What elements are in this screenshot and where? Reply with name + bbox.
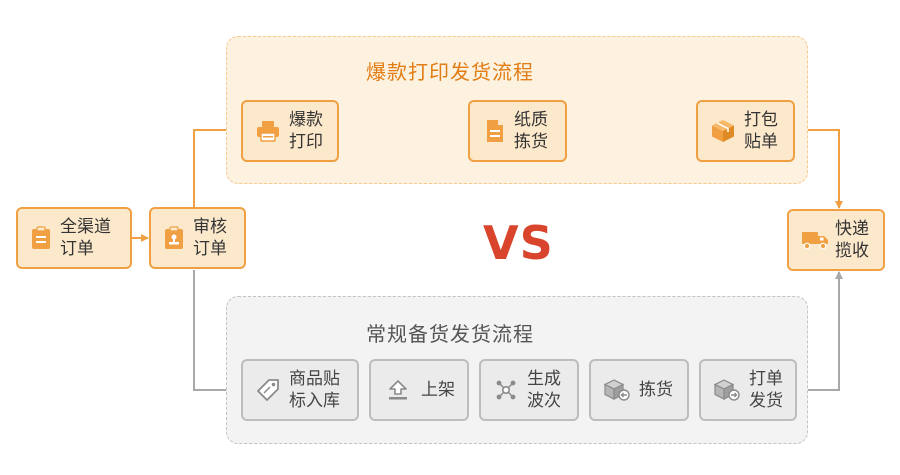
print-ship-label: 打单发货 xyxy=(749,369,783,411)
hot-print-node[interactable]: 爆款打印 xyxy=(241,100,339,162)
regular-stock-flow-title: 常规备货发货流程 xyxy=(366,322,534,346)
arrow-ship-to-courier xyxy=(797,271,843,391)
pick-goods-label: 拣货 xyxy=(639,380,673,400)
upload-icon xyxy=(385,377,411,403)
arrow-review-to-print xyxy=(193,126,241,208)
pack-label-label: 打包贴单 xyxy=(744,110,778,152)
tag-icon xyxy=(255,377,281,403)
box-in-icon xyxy=(603,377,631,403)
pack-label-node[interactable]: 打包贴单 xyxy=(696,100,795,162)
review-order-node[interactable]: 审核订单 xyxy=(149,207,246,269)
clipboard-icon xyxy=(30,225,52,251)
arrow-pack-to-courier xyxy=(795,129,843,209)
box-icon xyxy=(710,118,736,144)
all-channel-order-node[interactable]: 全渠道订单 xyxy=(16,207,132,269)
goods-label-store-label: 商品贴标入库 xyxy=(289,369,340,411)
printer-icon xyxy=(255,118,281,144)
hot-print-flow-title: 爆款打印发货流程 xyxy=(366,60,534,84)
paper-pick-node[interactable]: 纸质拣货 xyxy=(468,100,567,162)
shelve-label: 上架 xyxy=(421,380,455,400)
gen-wave-node[interactable]: 生成波次 xyxy=(479,359,579,421)
vs-label: VS xyxy=(483,216,554,270)
courier-pickup-label: 快递揽收 xyxy=(835,219,869,261)
truck-icon xyxy=(801,227,829,253)
shelve-node[interactable]: 上架 xyxy=(369,359,469,421)
all-channel-order-label: 全渠道订单 xyxy=(60,217,111,259)
pick-goods-node[interactable]: 拣货 xyxy=(589,359,689,421)
hot-print-label: 爆款打印 xyxy=(289,110,323,152)
courier-pickup-node[interactable]: 快递揽收 xyxy=(787,209,885,271)
box-out-icon xyxy=(713,377,741,403)
stamp-icon xyxy=(163,225,185,251)
document-icon xyxy=(484,118,506,144)
arrow-review-to-label xyxy=(193,270,241,394)
gen-wave-label: 生成波次 xyxy=(527,369,561,411)
paper-pick-label: 纸质拣货 xyxy=(514,110,548,152)
goods-label-store-node[interactable]: 商品贴标入库 xyxy=(241,359,359,421)
network-icon xyxy=(493,377,519,403)
review-order-label: 审核订单 xyxy=(193,217,227,259)
print-ship-node[interactable]: 打单发货 xyxy=(699,359,797,421)
